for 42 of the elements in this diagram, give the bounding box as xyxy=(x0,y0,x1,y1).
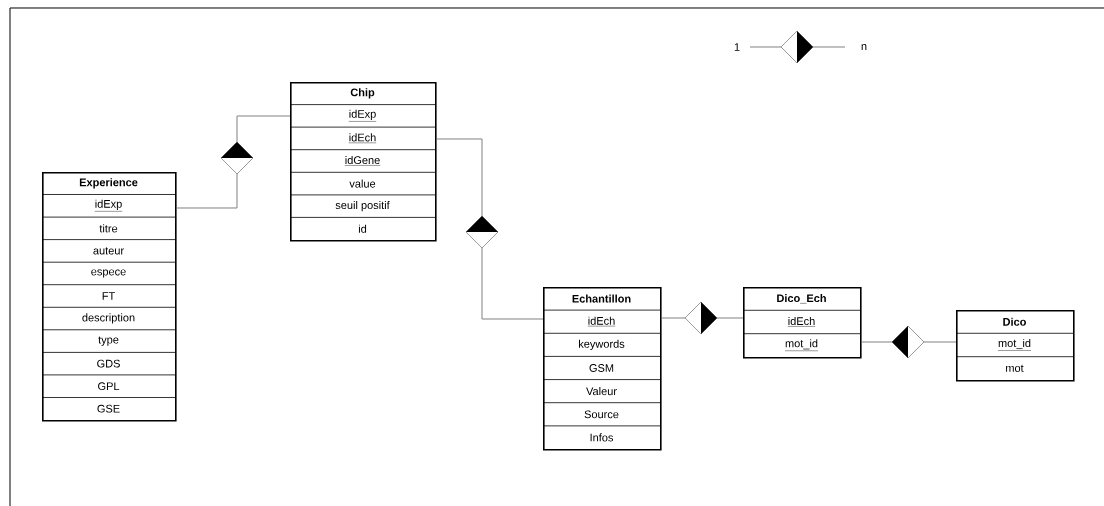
cardinality-label: 1 xyxy=(734,43,740,51)
relationship-connector xyxy=(661,301,744,335)
entity-table xyxy=(542,287,662,451)
relationship-connector xyxy=(861,325,957,359)
field-name: mot_id xyxy=(997,338,1032,351)
field-name: Valeur xyxy=(586,387,617,396)
field-name: titre xyxy=(99,224,118,233)
field-name: keywords xyxy=(579,339,625,350)
field-name: GSE xyxy=(97,404,120,413)
field-name: mot_id xyxy=(784,339,819,351)
field-name: GSM xyxy=(589,364,614,372)
field-name: seuil positif xyxy=(335,200,390,212)
entity-table xyxy=(742,287,862,359)
field-name: idEch xyxy=(587,316,616,327)
field-name: Source xyxy=(584,410,619,419)
entity-table xyxy=(955,310,1075,382)
field-name: idGene xyxy=(344,155,381,166)
table-header: Dico_Ech xyxy=(777,294,826,304)
field-name: FT xyxy=(102,292,115,300)
table-header: Chip xyxy=(350,88,375,99)
relationship-connector xyxy=(436,138,544,320)
table-header: Echantillon xyxy=(572,294,631,303)
field-name: id xyxy=(358,224,367,233)
cardinality-label: n xyxy=(861,44,867,50)
field-name: idExp xyxy=(94,199,123,212)
field-name: Infos xyxy=(590,433,613,442)
field-name: idEch xyxy=(348,133,377,144)
field-name: idExp xyxy=(348,109,377,122)
field-name: mot xyxy=(1006,364,1024,372)
field-name: GDS xyxy=(97,359,120,368)
field-name: GPL xyxy=(98,382,120,391)
field-name: espece xyxy=(91,269,126,278)
table-header: Experience xyxy=(79,178,138,189)
entity-table xyxy=(41,172,177,422)
field-name: idEch xyxy=(787,316,816,327)
table-header: Dico xyxy=(1003,317,1026,326)
relationship-connector xyxy=(176,115,291,209)
field-name: auteur xyxy=(93,247,124,255)
field-name: description xyxy=(82,313,135,324)
entity-table xyxy=(289,82,437,242)
field-name: type xyxy=(98,336,119,346)
field-name: value xyxy=(349,179,376,188)
